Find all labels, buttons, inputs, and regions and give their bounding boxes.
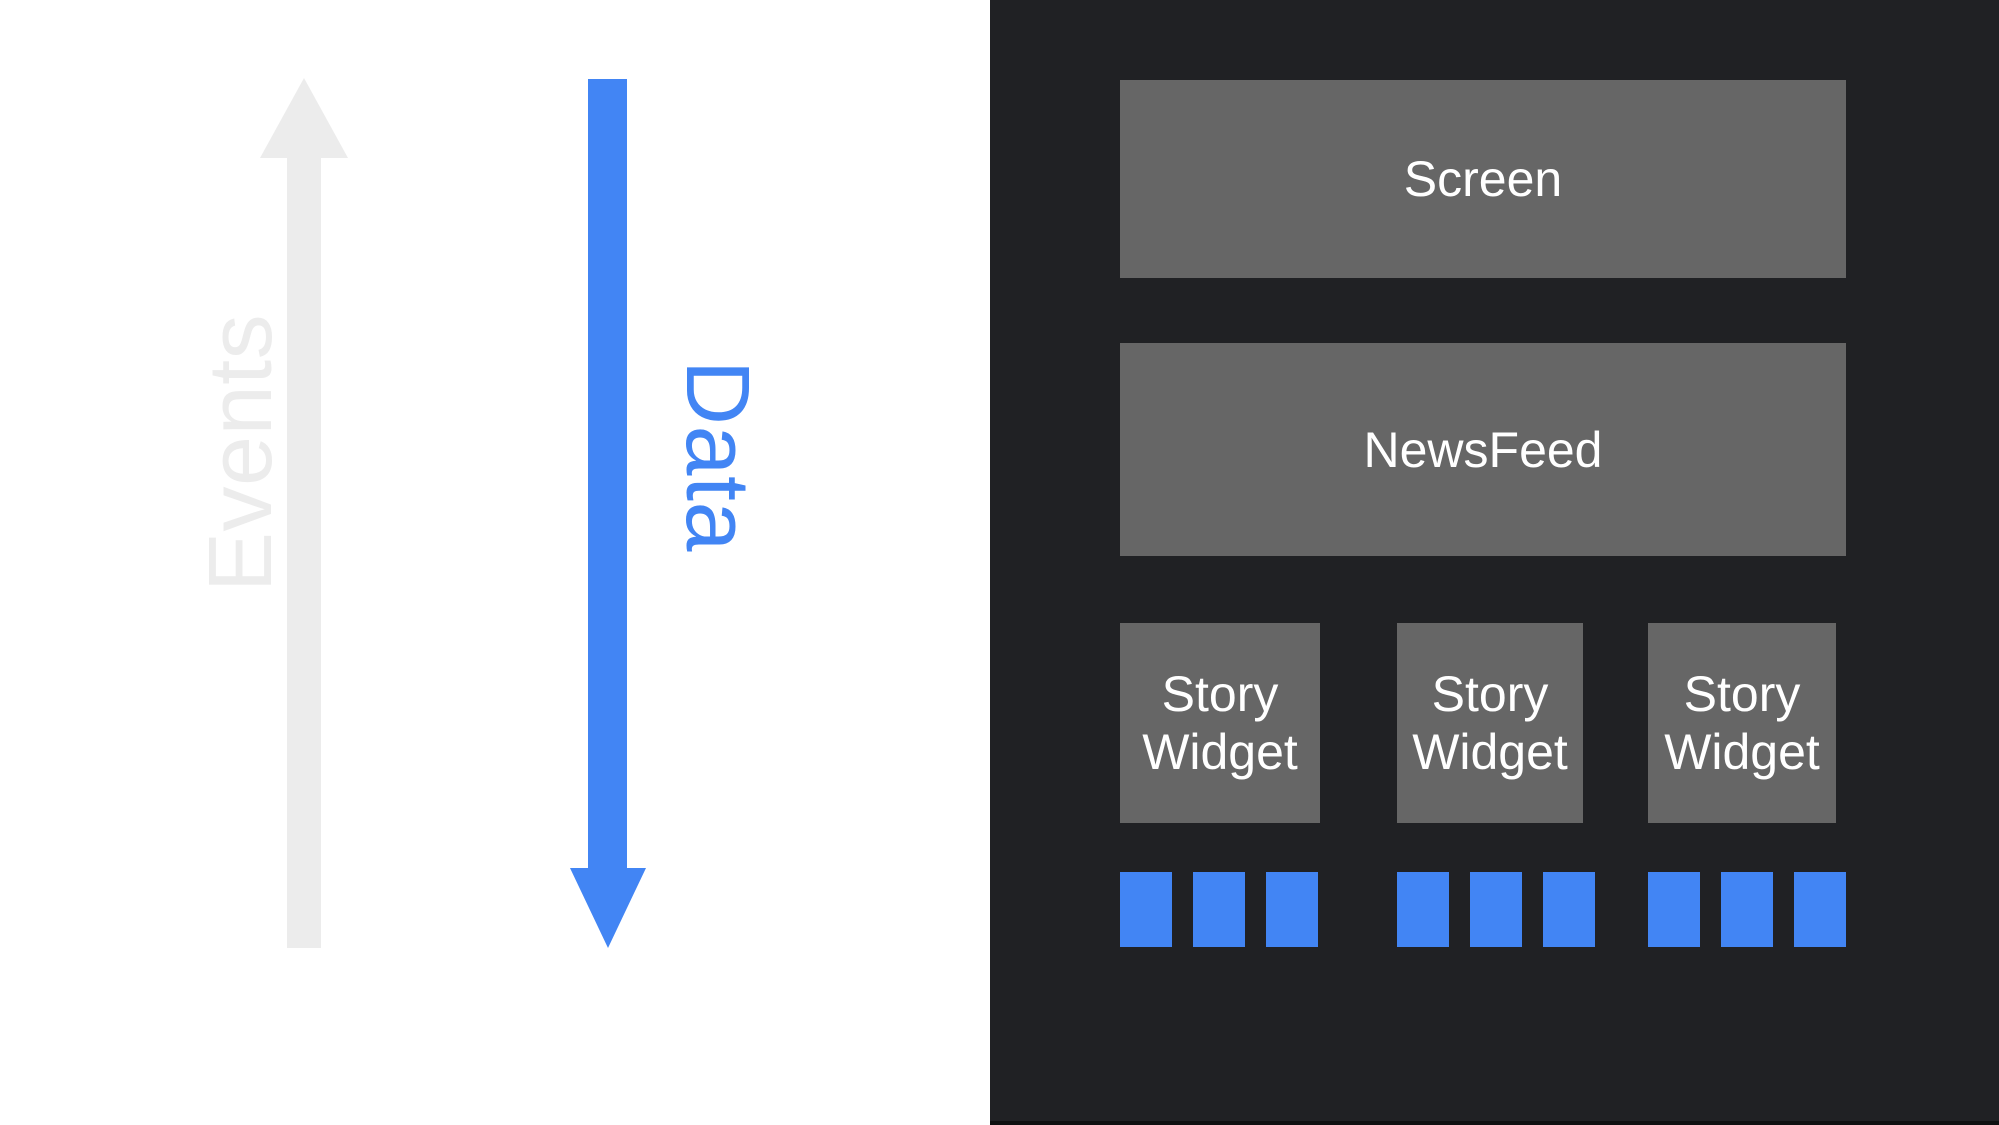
story-line-1: Story	[1161, 666, 1279, 722]
component-tree-panel: Screen NewsFeed Story Widget Story Widge…	[990, 0, 1999, 1125]
leaf-node[interactable]	[1648, 872, 1700, 947]
story-line-2: Widget	[1412, 724, 1568, 780]
panel-bottom-rule	[990, 1121, 1999, 1125]
story-line-2: Widget	[1142, 724, 1298, 780]
leaf-node[interactable]	[1721, 872, 1773, 947]
events-flow-label: Events	[191, 313, 291, 592]
node-story-widget-3[interactable]: Story Widget	[1648, 623, 1836, 823]
leaf-node[interactable]	[1543, 872, 1595, 947]
story-line-2: Widget	[1664, 724, 1820, 780]
leaf-node[interactable]	[1193, 872, 1245, 947]
node-story-widget-2-label: Story Widget	[1412, 665, 1568, 781]
node-story-widget-1[interactable]: Story Widget	[1120, 623, 1320, 823]
node-story-widget-2[interactable]: Story Widget	[1397, 623, 1583, 823]
leaf-node[interactable]	[1794, 872, 1846, 947]
data-flow-label: Data	[667, 360, 767, 553]
node-story-widget-3-label: Story Widget	[1664, 665, 1820, 781]
node-newsfeed-label: NewsFeed	[1363, 421, 1603, 478]
node-screen[interactable]: Screen	[1120, 80, 1846, 278]
arrow-down-icon	[570, 79, 646, 948]
leaf-node[interactable]	[1120, 872, 1172, 947]
leaf-node[interactable]	[1266, 872, 1318, 947]
leaf-node[interactable]	[1397, 872, 1449, 947]
node-story-widget-1-label: Story Widget	[1142, 665, 1298, 781]
story-line-1: Story	[1431, 666, 1549, 722]
node-newsfeed[interactable]: NewsFeed	[1120, 343, 1846, 556]
arrow-up-icon	[260, 78, 348, 948]
leaf-node[interactable]	[1470, 872, 1522, 947]
story-line-1: Story	[1683, 666, 1801, 722]
flow-legend-panel: Events Data	[0, 0, 990, 1125]
node-screen-label: Screen	[1403, 151, 1563, 207]
